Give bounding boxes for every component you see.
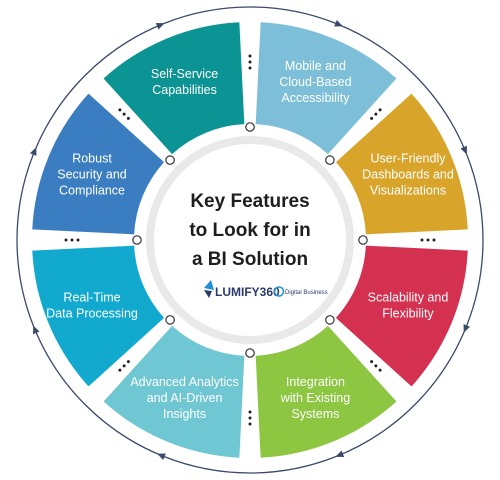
separator-dot bbox=[118, 368, 122, 372]
ring-arrow-icon bbox=[155, 23, 165, 30]
segment-label-line: and AI-Driven bbox=[147, 391, 223, 405]
brand-logo: LUMIFY360 Digital Business bbox=[204, 280, 328, 299]
separator-dot bbox=[370, 116, 374, 120]
separator-dot bbox=[378, 108, 382, 112]
segment-shape bbox=[103, 22, 245, 155]
segment-label-line: Cloud-Based bbox=[279, 75, 351, 89]
connector-node bbox=[165, 155, 175, 165]
segment-label-line: Accessibility bbox=[281, 91, 350, 105]
segment-label-line: Scalability and bbox=[368, 290, 449, 304]
logo-mark-icon bbox=[204, 280, 214, 298]
segment-label-line: User-Friendly bbox=[370, 152, 446, 166]
segment-label-line: Insights bbox=[163, 407, 206, 421]
segment-shape bbox=[335, 245, 468, 387]
ring-arrow-icon bbox=[33, 325, 40, 335]
separator-dot bbox=[118, 108, 122, 112]
separator-dot bbox=[374, 112, 378, 116]
segment-shape bbox=[103, 325, 245, 458]
separator-dot bbox=[76, 238, 80, 242]
separator-dot bbox=[122, 112, 126, 116]
segment-shape bbox=[255, 22, 397, 155]
segment-label-line: Real-Time bbox=[63, 290, 120, 304]
separator-dots bbox=[64, 54, 436, 426]
segments-group: Mobile andCloud-BasedAccessibilityUser-F… bbox=[32, 22, 468, 458]
separator-dot bbox=[248, 416, 252, 420]
logo-globe-icon bbox=[273, 286, 285, 297]
segment-label-line: Flexibility bbox=[382, 306, 434, 320]
outer-ring-circle bbox=[16, 6, 484, 474]
center-title-line-1: Key Features bbox=[190, 191, 309, 212]
segment-shape bbox=[32, 245, 165, 387]
ring-arrow-icon bbox=[157, 453, 166, 461]
connector-node bbox=[325, 315, 335, 325]
ring-arrow-icon bbox=[29, 147, 37, 156]
outer-ring bbox=[16, 6, 484, 474]
separator-dot bbox=[248, 410, 252, 414]
separator-dot bbox=[248, 54, 252, 58]
center-title-line-3: a BI Solution bbox=[192, 249, 308, 270]
segment-label-line: Data Processing bbox=[46, 306, 138, 320]
separator-dot bbox=[432, 238, 436, 242]
center-circle bbox=[154, 144, 346, 336]
separator-dot bbox=[126, 116, 130, 120]
connector-node bbox=[358, 235, 368, 245]
segment-label-line: with Existing bbox=[280, 391, 351, 405]
ring-arrow-icon bbox=[463, 324, 471, 333]
segment-label-line: Visualizations bbox=[370, 184, 446, 198]
center-hub: Key Features to Look for in a BI Solutio… bbox=[146, 136, 354, 344]
separator-dot bbox=[420, 238, 424, 242]
separator-dot bbox=[122, 364, 126, 368]
segment-label-line: Robust bbox=[72, 152, 112, 166]
separator-dot bbox=[370, 360, 374, 364]
separator-dot bbox=[378, 368, 382, 372]
segment-label-line: Integration bbox=[286, 375, 345, 389]
segment-shape bbox=[255, 325, 397, 458]
separator-dot bbox=[248, 66, 252, 70]
logo-subtitle: Digital Business bbox=[285, 290, 328, 296]
segment-label-line: Systems bbox=[291, 407, 339, 421]
ring-arrow-icon bbox=[335, 450, 345, 457]
segment-label-line: Mobile and bbox=[285, 59, 346, 73]
separator-dot bbox=[70, 238, 74, 242]
segment-label-line: Security and bbox=[57, 168, 127, 182]
ring-arrow-icon bbox=[460, 145, 467, 155]
center-title-line-2: to Look for in bbox=[189, 220, 310, 241]
connector-node bbox=[325, 155, 335, 165]
separator-dot bbox=[248, 422, 252, 426]
segment-label-line: Capabilities bbox=[152, 83, 217, 97]
separator-dot bbox=[126, 360, 130, 364]
connector-node bbox=[245, 348, 255, 358]
connector-node bbox=[132, 235, 142, 245]
segment-shape bbox=[335, 93, 468, 235]
separator-dot bbox=[374, 364, 378, 368]
segment-label-line: Compliance bbox=[59, 184, 125, 198]
separator-dot bbox=[248, 60, 252, 64]
logo-text: LUMIFY360 bbox=[215, 285, 280, 299]
ring-arrow-icon bbox=[334, 19, 343, 27]
connector-node bbox=[165, 315, 175, 325]
separator-dot bbox=[64, 238, 68, 242]
segment-label-line: Dashboards and bbox=[362, 168, 454, 182]
segment-label-line: Self-Service bbox=[151, 67, 218, 81]
separator-dot bbox=[426, 238, 430, 242]
segment-shape bbox=[32, 93, 165, 235]
connector-node bbox=[245, 122, 255, 132]
segment-label-line: Advanced Analytics bbox=[130, 375, 238, 389]
